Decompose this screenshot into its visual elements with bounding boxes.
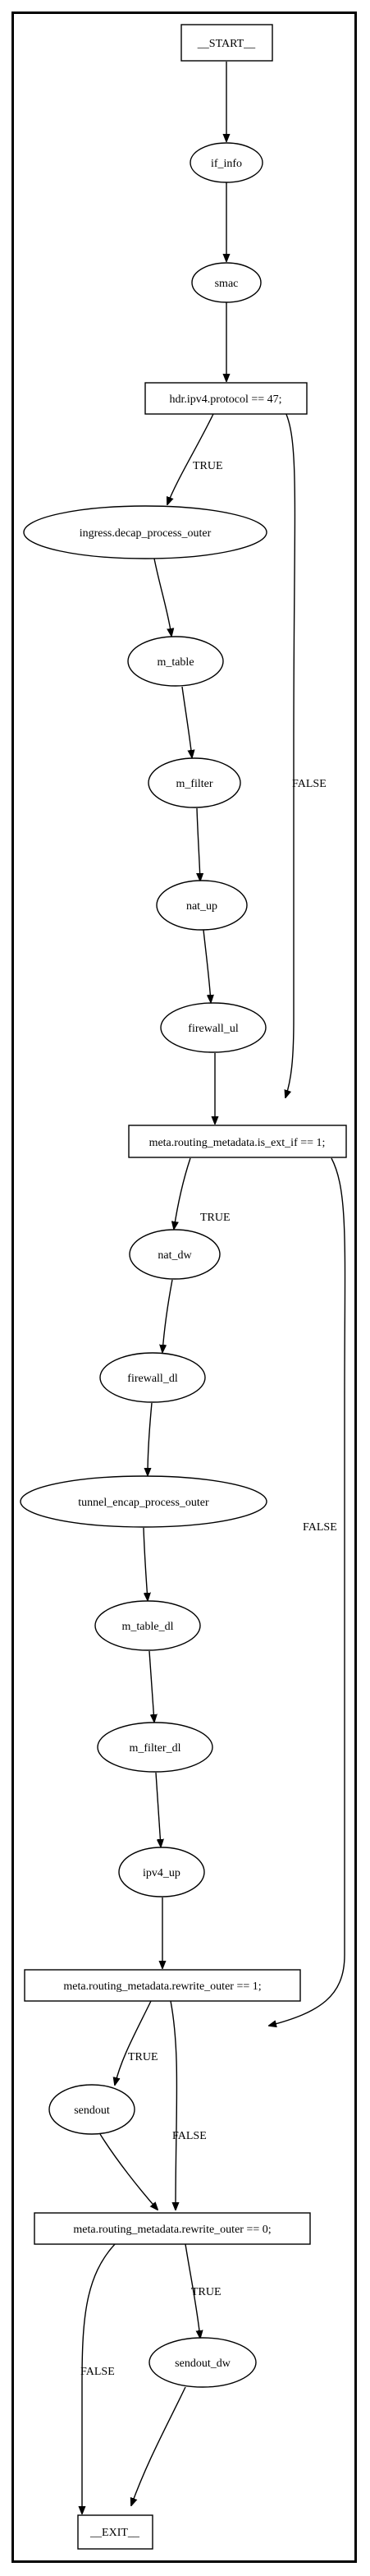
node-firewall-ul-label: firewall_ul [188,1023,239,1035]
node-smac: smac [191,262,262,303]
edge-rw1-false [170,2000,177,2210]
node-nat-up: nat_up [156,880,248,931]
edge-decap-mtable [153,558,171,636]
node-cond-rewrite0-label: meta.routing_metadata.rewrite_outer == 0… [73,2224,271,2236]
node-cond-rewrite1-label: meta.routing_metadata.rewrite_outer == 1… [63,1980,261,1993]
edge-natdw-firewalldl [162,1279,173,1352]
node-cond-ext-if: meta.routing_metadata.is_ext_if == 1; [128,1125,347,1158]
node-sendout: sendout [48,2084,135,2135]
node-m-table: m_table [127,636,224,687]
edge-mfilterdl-ipv4up [155,1772,161,1847]
node-sendout-dw: sendout_dw [148,2337,257,2388]
node-decap-label: ingress.decap_process_outer [80,527,212,540]
node-cond-rewrite1: meta.routing_metadata.rewrite_outer == 1… [24,1969,301,2002]
label-rw1-true: TRUE [128,2051,158,2063]
edge-sendout-cond-rw0 [99,2133,158,2210]
label-ipv4-false: FALSE [292,778,327,790]
node-nat-up-label: nat_up [186,900,217,913]
node-tunnel-encap: tunnel_encap_process_outer [20,1475,267,1528]
node-m-filter-dl-label: m_filter_dl [130,1742,181,1755]
node-cond-rewrite0: meta.routing_metadata.rewrite_outer == 0… [34,2212,311,2245]
node-decap: ingress.decap_process_outer [23,505,267,559]
edge-rw0-false [82,2243,116,2514]
node-cond-ipv4-label: hdr.ipv4.protocol == 47; [169,393,281,406]
label-ipv4-true: TRUE [193,460,223,472]
label-ext-true: TRUE [200,1212,231,1224]
node-m-table-dl-label: m_table_dl [122,1621,174,1633]
nodes: __START__ if_info smac hdr.ipv4.protocol… [20,24,347,2550]
node-m-table-dl: m_table_dl [94,1600,201,1651]
node-cond-ipv4: hdr.ipv4.protocol == 47; [144,382,308,415]
diagram-frame [11,12,357,2563]
node-sendout-label: sendout [74,2104,110,2117]
label-ext-false: FALSE [303,1521,337,1534]
node-exit-label: __EXIT__ [89,2527,140,2539]
node-if-info: if_info [190,142,263,183]
node-if-info-label: if_info [211,158,242,170]
edge-ext-false [269,1157,346,2026]
edge-mtabledl-mfilterdl [148,1650,154,1722]
node-start: __START__ [180,24,273,62]
label-rw0-false: FALSE [80,2366,115,2378]
node-firewall-dl: firewall_dl [99,1352,206,1403]
node-smac-label: smac [215,278,239,290]
edge-mtable-mfilter [181,686,192,757]
label-rw0-true: TRUE [191,2286,222,2298]
node-firewall-ul: firewall_ul [160,1002,267,1053]
node-m-filter: m_filter [148,757,241,808]
node-m-table-label: m_table [157,656,194,669]
edge-rw0-true [185,2243,200,2338]
edge-mfilter-natup [197,807,200,881]
node-cond-ext-if-label: meta.routing_metadata.is_ext_if == 1; [149,1137,326,1149]
node-nat-dw-label: nat_dw [158,1249,192,1262]
edge-natup-firewallul [203,929,211,1002]
edge-firewalldl-tunnel [148,1402,153,1475]
node-firewall-dl-label: firewall_dl [127,1373,178,1385]
edges [82,62,346,2514]
edge-labels: TRUE FALSE TRUE FALSE TRUE FALSE TRUE FA… [80,460,337,2378]
node-ipv4-up: ipv4_up [118,1847,205,1898]
node-m-filter-label: m_filter [176,778,212,790]
node-sendout-dw-label: sendout_dw [175,2358,231,2370]
edge-ipv4-false [285,412,296,1097]
node-ipv4-up-label: ipv4_up [143,1867,180,1879]
node-exit: __EXIT__ [77,2514,153,2550]
edge-ipv4-true [167,413,214,504]
node-m-filter-dl: m_filter_dl [97,1722,213,1773]
edge-sendoutdw-exit [131,2386,186,2505]
edge-ext-true [174,1157,191,1229]
label-rw1-false: FALSE [172,2130,207,2142]
node-nat-dw: nat_dw [129,1229,221,1280]
edge-rw1-true [115,2000,152,2085]
node-tunnel-encap-label: tunnel_encap_process_outer [78,1497,209,1509]
edge-tunnel-mtabledl [143,1527,148,1600]
node-start-label: __START__ [197,38,256,50]
